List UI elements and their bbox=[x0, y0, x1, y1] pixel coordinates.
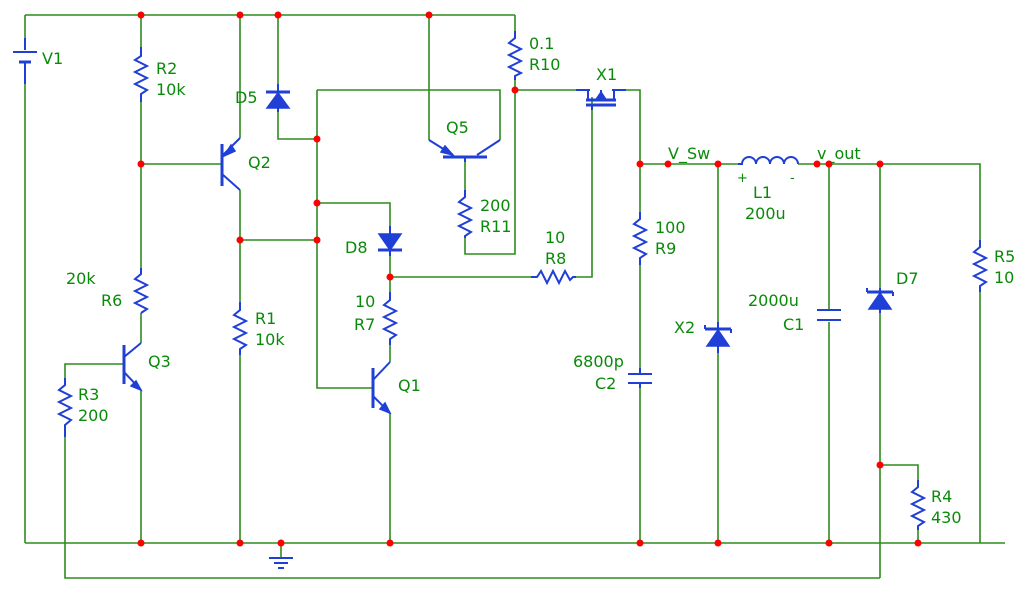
plus-l1: + bbox=[737, 171, 748, 186]
resistor-r6[interactable] bbox=[132, 268, 150, 314]
junction-dot bbox=[277, 539, 285, 547]
label-q2: Q2 bbox=[248, 153, 271, 172]
junction-dot bbox=[664, 160, 672, 168]
junction-dot bbox=[313, 135, 321, 143]
label-d7: D7 bbox=[896, 269, 919, 288]
value-c1: 2000u bbox=[748, 291, 799, 310]
value-r2: 10k bbox=[156, 80, 186, 99]
label-r1: R1 bbox=[255, 309, 276, 328]
junction-dot bbox=[813, 160, 821, 168]
value-c2: 6800p bbox=[573, 352, 624, 371]
junction-dot bbox=[636, 160, 644, 168]
value-r11: 200 bbox=[480, 196, 511, 215]
value-r10: 0.1 bbox=[529, 34, 554, 53]
inductor-l1[interactable] bbox=[738, 156, 799, 165]
resistor-r1[interactable] bbox=[231, 302, 249, 355]
label-r10: R10 bbox=[529, 55, 560, 74]
value-r8: 10 bbox=[545, 228, 565, 247]
value-r9: 100 bbox=[655, 218, 686, 237]
junction-dot bbox=[386, 273, 394, 281]
transistor-q5[interactable] bbox=[428, 139, 501, 162]
label-c1: C1 bbox=[783, 315, 804, 334]
value-r6: 20k bbox=[66, 269, 96, 288]
label-r5: R5 bbox=[994, 247, 1015, 266]
resistor-r9[interactable] bbox=[631, 212, 649, 265]
junction-dot bbox=[511, 86, 519, 94]
diode-d7[interactable] bbox=[866, 288, 894, 313]
junction-dot bbox=[876, 160, 884, 168]
label-l1: L1 bbox=[753, 183, 772, 202]
label-r6: R6 bbox=[101, 291, 122, 310]
resistor-r7[interactable] bbox=[381, 292, 399, 345]
junction-dot bbox=[825, 539, 833, 547]
junction-dot bbox=[137, 160, 145, 168]
label-d8: D8 bbox=[345, 238, 368, 257]
transistor-q1[interactable] bbox=[371, 361, 392, 415]
junction-dot bbox=[425, 11, 433, 19]
junction-dot bbox=[876, 461, 884, 469]
junction-dot bbox=[714, 539, 722, 547]
label-x2: X2 bbox=[674, 318, 695, 337]
label-q3: Q3 bbox=[148, 352, 171, 371]
resistor-r8[interactable] bbox=[531, 268, 576, 286]
battery-v1[interactable] bbox=[13, 38, 37, 84]
junction-dot bbox=[137, 11, 145, 19]
value-l1: 200u bbox=[745, 204, 786, 223]
label-r11: R11 bbox=[480, 217, 511, 236]
label-q1: Q1 bbox=[398, 376, 421, 395]
junction-dot bbox=[313, 199, 321, 207]
junction-dot bbox=[636, 539, 644, 547]
value-r5: 10 bbox=[994, 268, 1014, 287]
label-x1: X1 bbox=[596, 65, 617, 84]
net-label-v-sw: V_Sw bbox=[668, 144, 710, 164]
label-r7: R7 bbox=[354, 315, 375, 334]
junction-dots bbox=[137, 11, 922, 547]
value-r7: 10 bbox=[355, 292, 375, 311]
label-r9: R9 bbox=[655, 239, 676, 258]
junction-dot bbox=[714, 160, 722, 168]
resistor-r5[interactable] bbox=[971, 240, 989, 292]
label-q5: Q5 bbox=[446, 118, 469, 137]
net-label-v-out: v_out bbox=[817, 144, 861, 164]
resistor-r11[interactable] bbox=[456, 190, 474, 238]
junction-dot bbox=[236, 539, 244, 547]
diode-d8[interactable] bbox=[377, 226, 403, 256]
resistor-r2[interactable] bbox=[132, 47, 150, 102]
junction-dot bbox=[825, 160, 833, 168]
junction-dot bbox=[236, 236, 244, 244]
junction-dot bbox=[137, 539, 145, 547]
transistor-q2[interactable] bbox=[220, 137, 241, 191]
ground-symbol bbox=[269, 557, 293, 569]
value-r3: 200 bbox=[78, 406, 109, 425]
diode-x2[interactable] bbox=[704, 322, 732, 353]
label-r4: R4 bbox=[931, 487, 952, 506]
value-r4: 430 bbox=[931, 508, 962, 527]
label-r3: R3 bbox=[78, 385, 99, 404]
transistor-q3[interactable] bbox=[122, 342, 143, 392]
label-r2: R2 bbox=[156, 59, 177, 78]
resistor-r3[interactable] bbox=[56, 378, 74, 437]
capacitor-c2[interactable] bbox=[628, 368, 652, 388]
label-d5: D5 bbox=[235, 88, 258, 107]
junction-dot bbox=[914, 539, 922, 547]
mosfet-x1[interactable] bbox=[576, 89, 626, 110]
resistor-r10[interactable] bbox=[506, 31, 524, 80]
junction-dot bbox=[236, 11, 244, 19]
label-r8: R8 bbox=[545, 249, 566, 268]
label-v1: V1 bbox=[42, 49, 63, 68]
minus-l1: - bbox=[790, 171, 795, 186]
junction-dot bbox=[274, 11, 282, 19]
diode-d5[interactable] bbox=[265, 84, 291, 112]
capacitor-c1[interactable] bbox=[817, 309, 841, 321]
label-c2: C2 bbox=[595, 374, 616, 393]
wires bbox=[24, 14, 1005, 579]
value-r1: 10k bbox=[255, 330, 285, 349]
junction-dot bbox=[386, 539, 394, 547]
junction-dot bbox=[313, 236, 321, 244]
resistor-r4[interactable] bbox=[909, 480, 927, 530]
